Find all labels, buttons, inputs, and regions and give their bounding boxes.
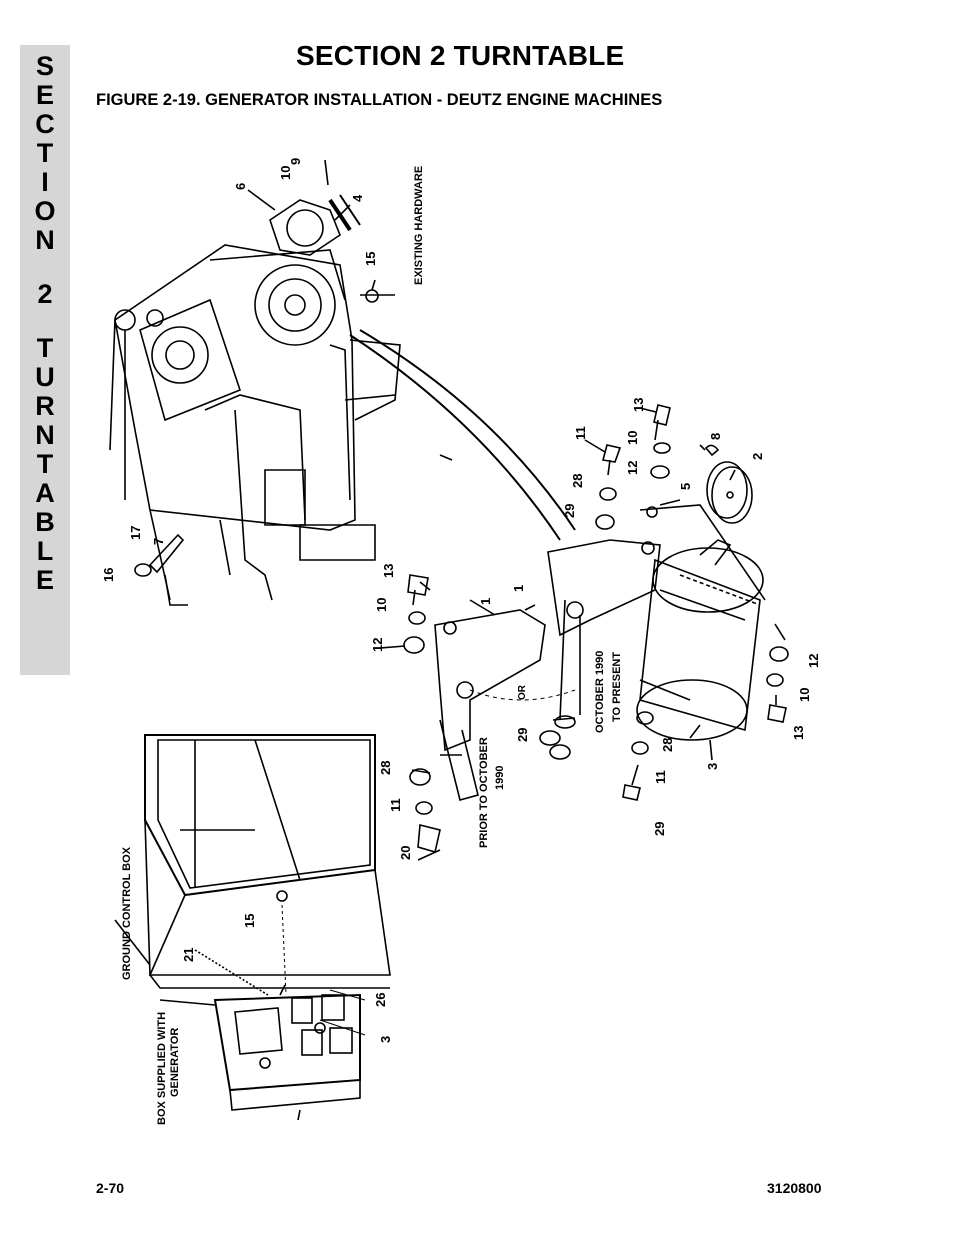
- side-tab-letter: E: [35, 80, 54, 110]
- generator-supplied-box: [213, 984, 361, 1111]
- side-tab-letter: U: [35, 362, 55, 392]
- callout: 26: [373, 993, 388, 1007]
- generator-installation-diagram: EXISTING HARDWARE GROUND CONTROL BOX BOX…: [101, 158, 821, 1125]
- ground-control-box-label: GROUND CONTROL BOX: [121, 846, 133, 980]
- callout: 5: [678, 483, 693, 490]
- callout: 11: [573, 426, 588, 440]
- side-tab-letter: I: [41, 167, 49, 197]
- side-tab-letter: N: [35, 420, 55, 450]
- callout: 15: [363, 252, 378, 266]
- to-present-label: TO PRESENT: [611, 652, 623, 722]
- callout: 1: [478, 598, 493, 605]
- side-tab-letter: N: [35, 225, 55, 255]
- callout: 28: [570, 474, 585, 488]
- callout: 8: [708, 433, 723, 440]
- callout: 29: [562, 504, 577, 518]
- october-1990-label: OCTOBER 1990: [594, 651, 606, 733]
- callout: 3: [705, 763, 720, 770]
- callout: 21: [181, 948, 196, 962]
- callout: 12: [806, 654, 821, 668]
- callout: 20: [398, 846, 413, 860]
- callout: 28: [378, 761, 393, 775]
- callout: 11: [388, 798, 403, 812]
- figure-title: FIGURE 2-19. GENERATOR INSTALLATION - DE…: [96, 91, 663, 109]
- side-tab-letter: T: [36, 138, 54, 168]
- callout: 13: [631, 398, 646, 412]
- callout: 10: [278, 166, 293, 180]
- side-tab-letter: C: [35, 109, 55, 139]
- generator-illustration: [636, 539, 764, 741]
- side-tab-letter: L: [36, 536, 54, 566]
- or-label: OR: [517, 684, 528, 700]
- existing-hardware-label: EXISTING HARDWARE: [413, 166, 425, 285]
- side-tab-letter: R: [35, 391, 55, 421]
- callout: 10: [797, 688, 812, 702]
- side-tab-letter: T: [36, 333, 54, 363]
- side-tab-letter: T: [36, 449, 54, 479]
- callout: 7: [151, 538, 166, 545]
- callout: 9: [288, 158, 303, 165]
- side-tab-letter: 2: [37, 279, 53, 309]
- callout: 28: [660, 738, 675, 752]
- callout: 2: [750, 453, 765, 460]
- prior-year-label: 1990: [494, 766, 506, 790]
- generator-label: GENERATOR: [169, 1028, 181, 1097]
- side-tab-letter: S: [35, 51, 54, 81]
- callout: 12: [625, 461, 640, 475]
- callout: 15: [242, 914, 257, 928]
- side-tab-letter: E: [35, 565, 54, 595]
- callout: 29: [652, 822, 667, 836]
- callout: 12: [370, 638, 385, 652]
- section-side-tab: S E C T I O N 2 T U R N T A B L E: [20, 45, 70, 675]
- callout: 1: [511, 585, 526, 592]
- page-title: SECTION 2 TURNTABLE: [296, 40, 625, 71]
- side-tab-letter: A: [35, 478, 55, 508]
- callout: 4: [350, 194, 365, 202]
- callout: 13: [791, 726, 806, 740]
- side-tab-letter: O: [34, 196, 56, 226]
- ground-control-box: [144, 734, 391, 989]
- callout: 10: [625, 431, 640, 445]
- page-number: 2-70: [96, 1180, 125, 1196]
- callout: 10: [374, 598, 389, 612]
- callout: 11: [653, 770, 668, 784]
- hardware-parts: [134, 404, 789, 854]
- engine-illustration: [109, 159, 401, 601]
- callout: 16: [101, 568, 116, 582]
- callout: 6: [233, 183, 248, 190]
- callout: 3: [378, 1036, 393, 1043]
- callout: 13: [381, 564, 396, 578]
- side-tab-letter: B: [35, 507, 55, 537]
- document-number: 3120800: [767, 1180, 822, 1196]
- callout: 29: [515, 728, 530, 742]
- callout: 17: [128, 526, 143, 540]
- prior-to-october-label: PRIOR TO OCTOBER: [478, 737, 490, 848]
- box-supplied-label: BOX SUPPLIED WITH: [156, 1012, 168, 1125]
